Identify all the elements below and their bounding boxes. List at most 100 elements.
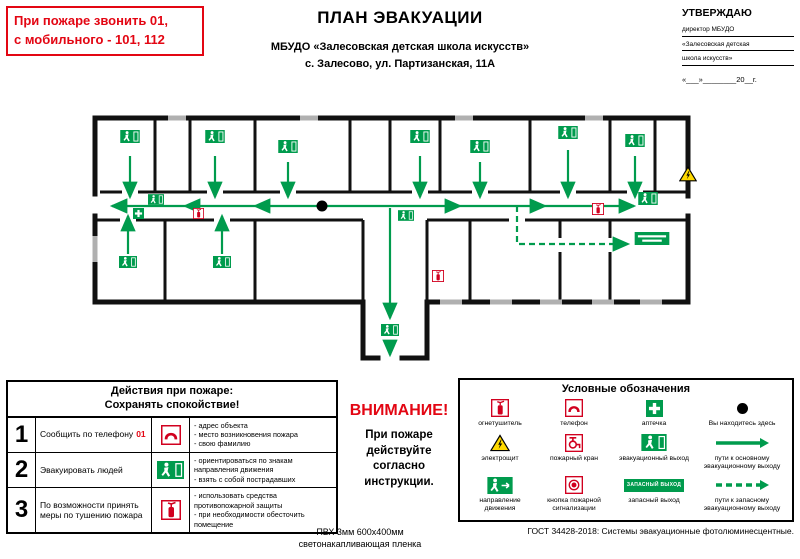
electrical-panel-icon bbox=[679, 166, 697, 182]
legend-label: запасный выход bbox=[628, 497, 680, 505]
movement-direction-icon bbox=[487, 475, 513, 495]
action-row-3: 3 По возможности принять меры по тушению… bbox=[8, 487, 336, 533]
legend-item: аптечка bbox=[612, 398, 696, 428]
actions-header: Действия при пожаре: Сохранять спокойств… bbox=[8, 382, 336, 418]
fire-actions-table: Действия при пожаре: Сохранять спокойств… bbox=[6, 380, 338, 535]
legend-title: Условные обозначения bbox=[561, 383, 691, 395]
emergency-phone-notice: При пожаре звонить 01, с мобильного - 10… bbox=[6, 6, 204, 56]
action-highlight: 01 bbox=[136, 429, 146, 440]
legend-label: Вы находитесь здесь bbox=[708, 420, 776, 427]
emergency-exit-sign-icon bbox=[634, 232, 670, 245]
legend-label: кнопка пожарной сигнализации bbox=[547, 497, 601, 513]
evacuation-exit-icon bbox=[120, 130, 140, 143]
title-block: ПЛАН ЭВАКУАЦИИ МБУДО «Залесовская детска… bbox=[205, 8, 595, 70]
legend-label: пожарный кран bbox=[549, 454, 599, 462]
evacuation-exit-icon bbox=[213, 256, 231, 268]
evacuation-exit-icon bbox=[278, 140, 298, 153]
actions-header-line1: Действия при пожаре: bbox=[110, 385, 234, 397]
fire-extinguisher-icon bbox=[432, 270, 444, 282]
actions-header-line2: Сохранять спокойствие! bbox=[104, 398, 240, 411]
action-row-2: 2 Эвакуировать людей - ориентироваться п… bbox=[8, 451, 336, 488]
action-label: Эвакуировать людей bbox=[40, 464, 123, 475]
legend-item: кнопка пожарной сигнализации bbox=[536, 475, 612, 513]
electrical-panel-icon bbox=[490, 433, 510, 453]
evacuation-exit-icon bbox=[470, 140, 490, 153]
approval-date-line: «___»________20__г. bbox=[682, 75, 757, 84]
action-details: - использовать средства противопожарной … bbox=[194, 491, 305, 529]
wall-openings bbox=[92, 115, 662, 305]
legend-grid: огнетушитель телефон аптечка Вы находите… bbox=[460, 397, 792, 517]
approval-block: УТВЕРЖДАЮ директор МБУДО «Залесовская де… bbox=[682, 6, 794, 85]
evacuation-exit-icon bbox=[398, 210, 414, 221]
evacuation-exit-icon bbox=[381, 324, 399, 336]
legend-item: пути к запасному эвакуационному выходу bbox=[696, 475, 788, 513]
attention-notice: ВНИМАНИЕ! При пожаре действуйте согласно… bbox=[342, 402, 456, 490]
action-details: - адрес объекта - место возникновения по… bbox=[194, 420, 298, 449]
action-number: 2 bbox=[8, 452, 36, 488]
fire-alarm-button-icon bbox=[565, 475, 583, 495]
emergency-line2: с мобильного - 101, 112 bbox=[14, 31, 165, 47]
evacuation-exit-icon bbox=[625, 134, 645, 147]
attention-body: При пожаре действуйте согласно инструкци… bbox=[364, 429, 434, 488]
fire-extinguisher-icon bbox=[193, 208, 204, 219]
legend-item: направление движения bbox=[464, 475, 536, 513]
fire-extinguisher-icon bbox=[592, 203, 604, 215]
action-label: По возможности принять меры по тушению п… bbox=[40, 499, 143, 521]
material-line1: ПВХ 3мм 600х400мм bbox=[316, 527, 404, 537]
action-number: 3 bbox=[8, 488, 36, 533]
legend-label: пути к запасному эвакуационному выходу bbox=[703, 497, 781, 513]
legend-item: Вы находитесь здесь bbox=[696, 398, 788, 428]
legend-label: телефон bbox=[560, 420, 588, 427]
phone-icon bbox=[152, 417, 190, 452]
legend-label: пути к основному эвакуационному выходу bbox=[703, 454, 781, 470]
you-are-here-icon bbox=[736, 398, 748, 418]
legend-item: электрощит bbox=[464, 433, 536, 471]
legend-label: эвакуационный выход bbox=[619, 454, 689, 462]
main-route-arrow-icon bbox=[714, 433, 770, 453]
fire-hose-icon bbox=[565, 433, 583, 453]
legend-label: аптечка bbox=[641, 420, 667, 427]
action-details: - ориентироваться по знакам направления … bbox=[194, 455, 296, 484]
legend-item: телефон bbox=[536, 398, 612, 428]
approval-position: директор МБУДО bbox=[682, 25, 794, 37]
legend-label: направление движения bbox=[479, 497, 521, 513]
evacuation-exit-icon bbox=[148, 194, 164, 205]
approval-org-line1: «Залесовская детская bbox=[682, 40, 794, 52]
legend-label: электрощит bbox=[481, 454, 519, 462]
evacuation-exit-icon bbox=[410, 130, 430, 143]
evacuation-exit-icon bbox=[152, 452, 190, 488]
emergency-exit-sign-text: ЗАПАСНЫЙ ВЫХОД bbox=[623, 478, 685, 492]
legend-item: эвакуационный выход bbox=[612, 433, 696, 471]
action-number: 1 bbox=[8, 417, 36, 452]
legend-item: ЗАПАСНЫЙ ВЫХОД запасный выход bbox=[612, 475, 696, 513]
gost-note: ГОСТ 34428-2018: Системы эвакуационные ф… bbox=[527, 526, 794, 536]
action-text: Эвакуировать людей bbox=[36, 452, 152, 488]
action-text: По возможности принять меры по тушению п… bbox=[36, 488, 152, 533]
first-aid-kit-icon bbox=[133, 208, 144, 219]
backup-route-arrow-icon bbox=[714, 475, 770, 495]
approval-org-line2: школа искусств» bbox=[682, 54, 794, 66]
evacuation-exit-icon bbox=[558, 126, 578, 139]
first-aid-kit-icon bbox=[646, 398, 663, 418]
legend-item: пожарный кран bbox=[536, 433, 612, 471]
evacuation-exit-icon bbox=[205, 130, 225, 143]
fire-extinguisher-icon bbox=[152, 488, 190, 533]
legend: Условные обозначения огнетушитель телефо… bbox=[458, 378, 794, 522]
attention-title: ВНИМАНИЕ! bbox=[349, 402, 449, 419]
material-line2: светонакапливающая пленка bbox=[298, 538, 422, 549]
evacuation-route-main bbox=[109, 150, 643, 358]
legend-item: огнетушитель bbox=[464, 398, 536, 428]
fire-extinguisher-icon bbox=[491, 398, 509, 418]
action-label: Сообщить по телефону bbox=[40, 429, 134, 440]
legend-item: пути к основному эвакуационному выходу bbox=[696, 433, 788, 471]
interior-walls bbox=[95, 118, 688, 302]
floor-plan bbox=[92, 115, 697, 361]
legend-label: огнетушитель bbox=[478, 420, 522, 427]
page-title: ПЛАН ЭВАКУАЦИИ bbox=[317, 8, 483, 27]
you-are-here-marker bbox=[316, 200, 328, 212]
emergency-line1: При пожаре звонить 01, bbox=[14, 13, 169, 28]
organization-address: с. Залесово, ул. Партизанская, 11А bbox=[304, 58, 496, 70]
